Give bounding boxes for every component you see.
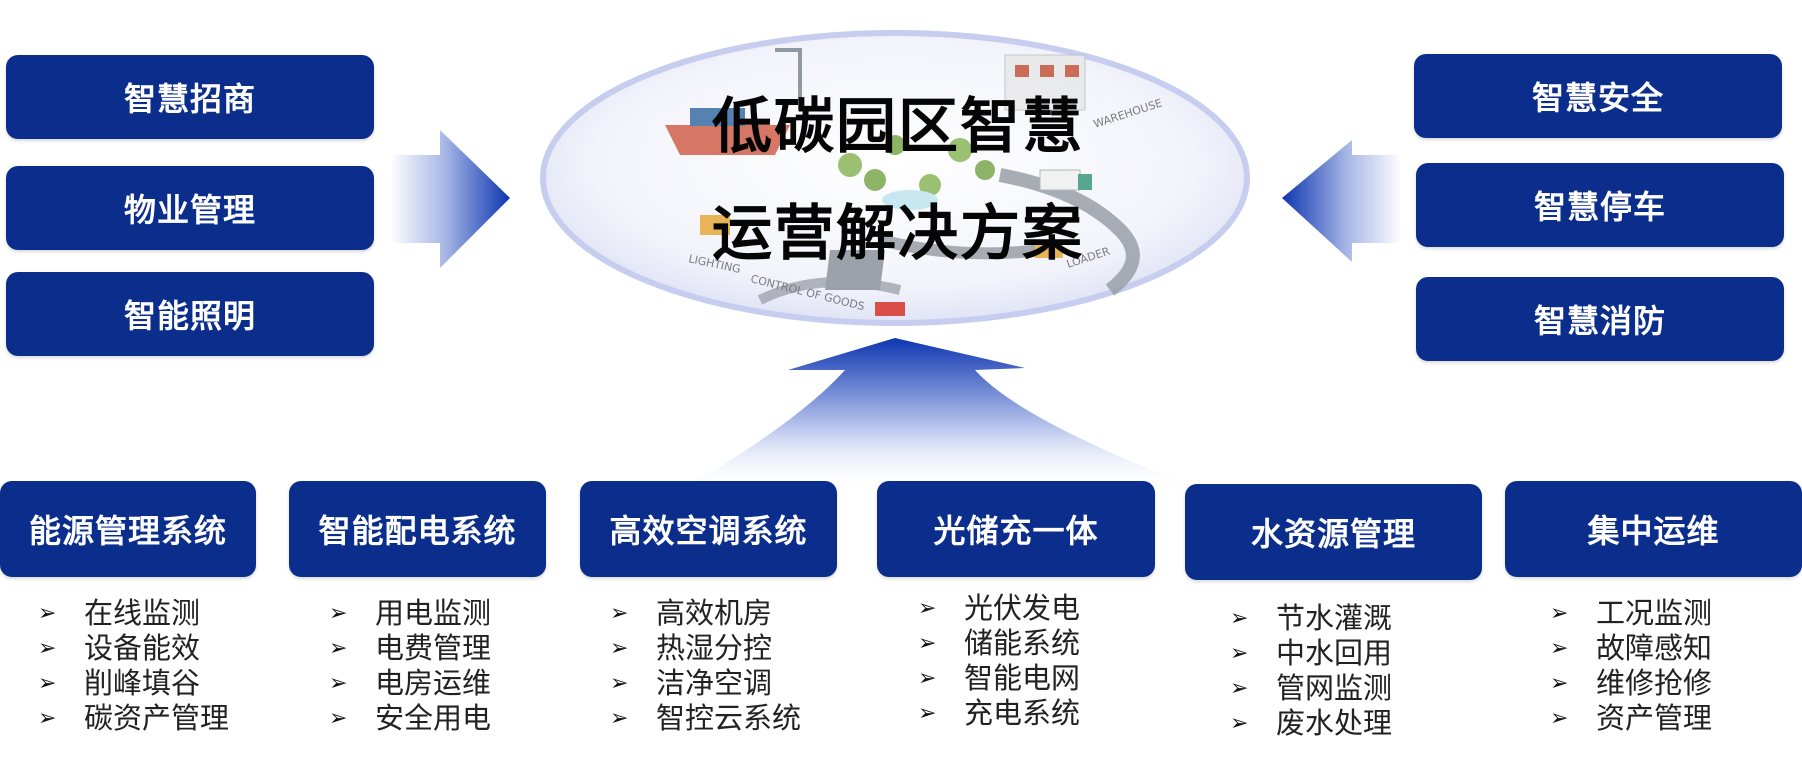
bullet-list-energy: ➢在线监测 ➢设备能效 ➢削峰填谷 ➢碳资产管理 — [38, 596, 229, 736]
left-box-investment: 智慧招商 — [6, 55, 374, 139]
list-item: ➢充电系统 — [918, 696, 1081, 730]
bullet-arrow-icon: ➢ — [38, 601, 57, 626]
hub-title-line1: 低碳园区智慧 — [712, 92, 1084, 162]
bullet-arrow-icon: ➢ — [329, 636, 348, 661]
list-item: ➢智能电网 — [918, 661, 1081, 695]
bullet-arrow-icon: ➢ — [38, 636, 57, 661]
list-item: ➢节水灌溉 — [1230, 601, 1393, 635]
bullet-arrow-icon: ➢ — [610, 636, 629, 661]
bullet-arrow-icon: ➢ — [918, 631, 937, 656]
bullet-arrow-icon: ➢ — [1550, 601, 1569, 626]
system-box-hvac: 高效空调系统 — [580, 481, 837, 577]
bullet-arrow-icon: ➢ — [1230, 711, 1249, 736]
hub-title-line2: 运营解决方案 — [712, 199, 1084, 269]
list-item: ➢维修抢修 — [1550, 666, 1713, 700]
bullet-arrow-icon: ➢ — [38, 671, 57, 696]
system-box-power-distribution: 智能配电系统 — [289, 481, 546, 577]
bullet-list-solar-storage: ➢光伏发电 ➢储能系统 ➢智能电网 ➢充电系统 — [918, 591, 1080, 731]
list-item: ➢用电监测 — [329, 596, 492, 630]
bullet-arrow-icon: ➢ — [610, 706, 629, 731]
bottom-up-arrow — [690, 338, 1190, 485]
list-item: ➢设备能效 — [38, 631, 201, 665]
list-item: ➢智控云系统 — [610, 701, 802, 735]
bullet-arrow-icon: ➢ — [1550, 636, 1569, 661]
bullet-list-operations: ➢工况监测 ➢故障感知 ➢维修抢修 ➢资产管理 — [1550, 596, 1712, 736]
bullet-arrow-icon: ➢ — [38, 706, 57, 731]
park-illustration — [665, 48, 1140, 316]
list-item: ➢中水回用 — [1230, 636, 1393, 670]
list-item: ➢电房运维 — [329, 666, 492, 700]
list-item: ➢热湿分控 — [610, 631, 773, 665]
bullet-arrow-icon: ➢ — [1230, 641, 1249, 666]
list-item: ➢削峰填谷 — [38, 666, 201, 700]
right-box-fire: 智慧消防 — [1416, 277, 1784, 361]
bullet-arrow-icon: ➢ — [329, 601, 348, 626]
list-item: ➢资产管理 — [1550, 701, 1713, 735]
list-item: ➢洁净空调 — [610, 666, 773, 700]
bullet-arrow-icon: ➢ — [1230, 606, 1249, 631]
hub-ellipse — [540, 30, 1250, 326]
bullet-arrow-icon: ➢ — [918, 596, 937, 621]
right-arrow — [1282, 140, 1402, 262]
bullet-list-power-distribution: ➢用电监测 ➢电费管理 ➢电房运维 ➢安全用电 — [329, 596, 491, 736]
right-box-security: 智慧安全 — [1414, 54, 1782, 138]
list-item: ➢光伏发电 — [918, 591, 1081, 625]
list-item: ➢故障感知 — [1550, 631, 1713, 665]
bullet-arrow-icon: ➢ — [918, 666, 937, 691]
bullet-arrow-icon: ➢ — [329, 671, 348, 696]
list-item: ➢废水处理 — [1230, 706, 1393, 740]
bullet-arrow-icon: ➢ — [1230, 676, 1249, 701]
left-arrow — [390, 130, 510, 268]
bullet-arrow-icon: ➢ — [329, 706, 348, 731]
bullet-list-water: ➢节水灌溉 ➢中水回用 ➢管网监测 ➢废水处理 — [1230, 601, 1392, 741]
right-box-parking: 智慧停车 — [1416, 163, 1784, 247]
list-item: ➢电费管理 — [329, 631, 492, 665]
left-box-lighting: 智能照明 — [6, 272, 374, 356]
list-item: ➢储能系统 — [918, 626, 1081, 660]
system-box-solar-storage: 光储充一体 — [877, 481, 1155, 577]
system-box-water: 水资源管理 — [1185, 484, 1482, 580]
list-item: ➢工况监测 — [1550, 596, 1713, 630]
bullet-arrow-icon: ➢ — [610, 671, 629, 696]
bullet-arrow-icon: ➢ — [1550, 671, 1569, 696]
bullet-arrow-icon: ➢ — [1550, 706, 1569, 731]
system-box-energy: 能源管理系统 — [0, 481, 256, 577]
left-box-property: 物业管理 — [6, 166, 374, 250]
bullet-list-hvac: ➢高效机房 ➢热湿分控 ➢洁净空调 ➢智控云系统 — [610, 596, 801, 736]
system-box-operations: 集中运维 — [1505, 481, 1802, 577]
bullet-arrow-icon: ➢ — [610, 601, 629, 626]
list-item: ➢管网监测 — [1230, 671, 1393, 705]
list-item: ➢碳资产管理 — [38, 701, 230, 735]
list-item: ➢在线监测 — [38, 596, 201, 630]
bullet-arrow-icon: ➢ — [918, 701, 937, 726]
list-item: ➢高效机房 — [610, 596, 773, 630]
list-item: ➢安全用电 — [329, 701, 492, 735]
